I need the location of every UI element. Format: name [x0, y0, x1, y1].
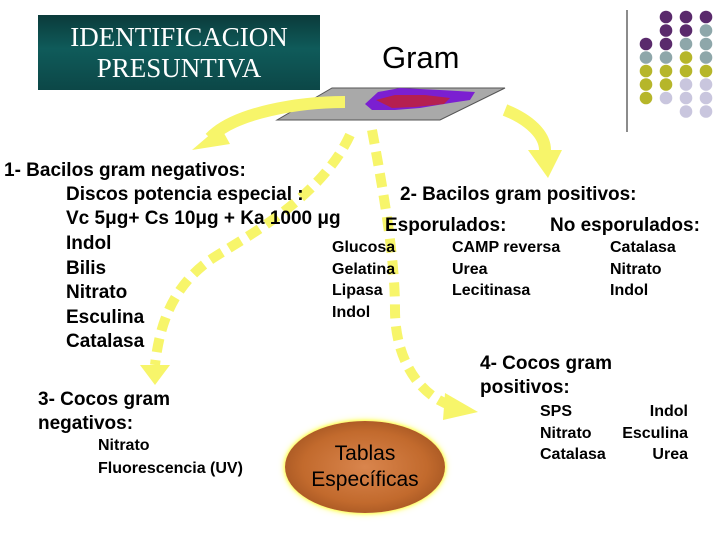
arrow-head-2: [528, 150, 562, 178]
section-4-test: Urea: [652, 446, 688, 463]
section-4-test: Catalasa: [540, 446, 606, 463]
decorative-dot: [699, 64, 713, 78]
non-sporulated-test: Indol: [610, 282, 649, 299]
arrow-head-1: [192, 126, 230, 150]
decorative-dot: [679, 51, 693, 64]
decorative-dot: [699, 37, 713, 51]
section-3-test: Nitrato: [98, 437, 150, 454]
decorative-dot: [639, 51, 653, 64]
decorative-dot: [679, 64, 693, 78]
decorative-dot: [679, 78, 693, 91]
section-1-test: Catalasa: [66, 331, 145, 352]
decorative-dot: [699, 10, 713, 24]
section-4-row: SPS Indol: [540, 401, 688, 423]
decorative-dot: [659, 91, 673, 105]
sporulated-test: CAMP reversa: [452, 239, 561, 256]
sporulated-test: Glucosa: [332, 239, 396, 256]
non-sporulated-test: Catalasa: [610, 239, 676, 256]
arrow-to-section-4: [367, 129, 452, 410]
sporulated-test: Lipasa: [332, 282, 383, 299]
section-4-heading-line-1: 4- Cocos gram: [480, 353, 612, 374]
discs-value: Vc 5μg+ Cs 10μg + Ka 1000 μg: [66, 208, 341, 229]
sporulated-test: Gelatina: [332, 260, 396, 278]
decorative-dot-grid: [639, 10, 713, 118]
section-4-test: Indol: [649, 403, 688, 420]
section-1-test: Nitrato: [66, 282, 128, 303]
section-1-test: Esculina: [66, 306, 145, 328]
title-line-1: IDENTIFICACION: [70, 21, 288, 52]
sporulated-test: Lecitinasa: [452, 282, 531, 299]
section-1-heading: 1- Bacilos gram negativos:: [4, 160, 246, 181]
decorative-dot: [659, 37, 673, 51]
decorative-dot: [699, 78, 713, 91]
title-line-2: PRESUNTIVA: [96, 52, 262, 83]
section-4-test: Nitrato: [540, 424, 592, 442]
decorative-dot: [699, 105, 713, 118]
discs-label: Discos potencia especial :: [66, 184, 304, 205]
decorative-dot: [659, 78, 673, 91]
decorative-dot: [639, 64, 653, 78]
arrow-head-3: [140, 365, 170, 385]
section-4-test: Esculina: [622, 424, 688, 442]
tablas-line-2: Específicas: [311, 468, 419, 491]
title-box: IDENTIFICACION PRESUNTIVA: [38, 15, 320, 90]
decorative-dot: [659, 51, 673, 64]
decorative-dot: [639, 91, 653, 105]
decorative-dot: [659, 10, 673, 24]
section-3-heading-line-2: negativos:: [38, 413, 134, 434]
section-3-heading-line-1: 3- Cocos gram: [38, 389, 170, 410]
non-sporulated-test: Nitrato: [610, 260, 662, 278]
decorative-dot: [699, 51, 713, 64]
section-2-heading: 2- Bacilos gram positivos:: [400, 184, 637, 205]
section-4-row: Nitrato Esculina: [540, 423, 688, 445]
decorative-dot: [659, 64, 673, 78]
decorative-dot: [679, 105, 693, 118]
gram-heading: Gram: [382, 40, 460, 75]
sporulated-label: Esporulados:: [385, 215, 507, 236]
section-3-test: Fluorescencia (UV): [98, 460, 243, 477]
divider-line: [626, 10, 628, 132]
section-1-test: Bilis: [66, 257, 107, 279]
arrow-to-section-3: [150, 132, 355, 366]
decorative-dot: [679, 10, 693, 24]
decorative-dot: [679, 91, 693, 105]
sporulated-test: Indol: [332, 303, 371, 321]
non-sporulated-label: No esporulados:: [550, 215, 700, 236]
sporulated-test: Urea: [452, 260, 488, 278]
specific-tables-oval: Tablas Específicas: [285, 421, 445, 513]
arrow-head-4: [443, 393, 478, 420]
tablas-line-1: Tablas: [334, 442, 396, 465]
decorative-dot: [679, 37, 693, 51]
section-1-test: Indol: [66, 233, 112, 254]
arrow-to-section-2: [502, 104, 551, 151]
section-4-row: Catalasa Urea: [540, 444, 688, 466]
section-4-heading-line-2: positivos:: [480, 377, 570, 398]
decorative-dot: [699, 24, 713, 37]
section-4-test: SPS: [540, 403, 573, 420]
decorative-dot: [639, 37, 653, 51]
decorative-dot: [639, 78, 653, 91]
decorative-dot: [659, 24, 673, 37]
gram-stain-smear-red: [376, 95, 450, 108]
decorative-dot: [679, 24, 693, 37]
decorative-dot: [699, 91, 713, 105]
